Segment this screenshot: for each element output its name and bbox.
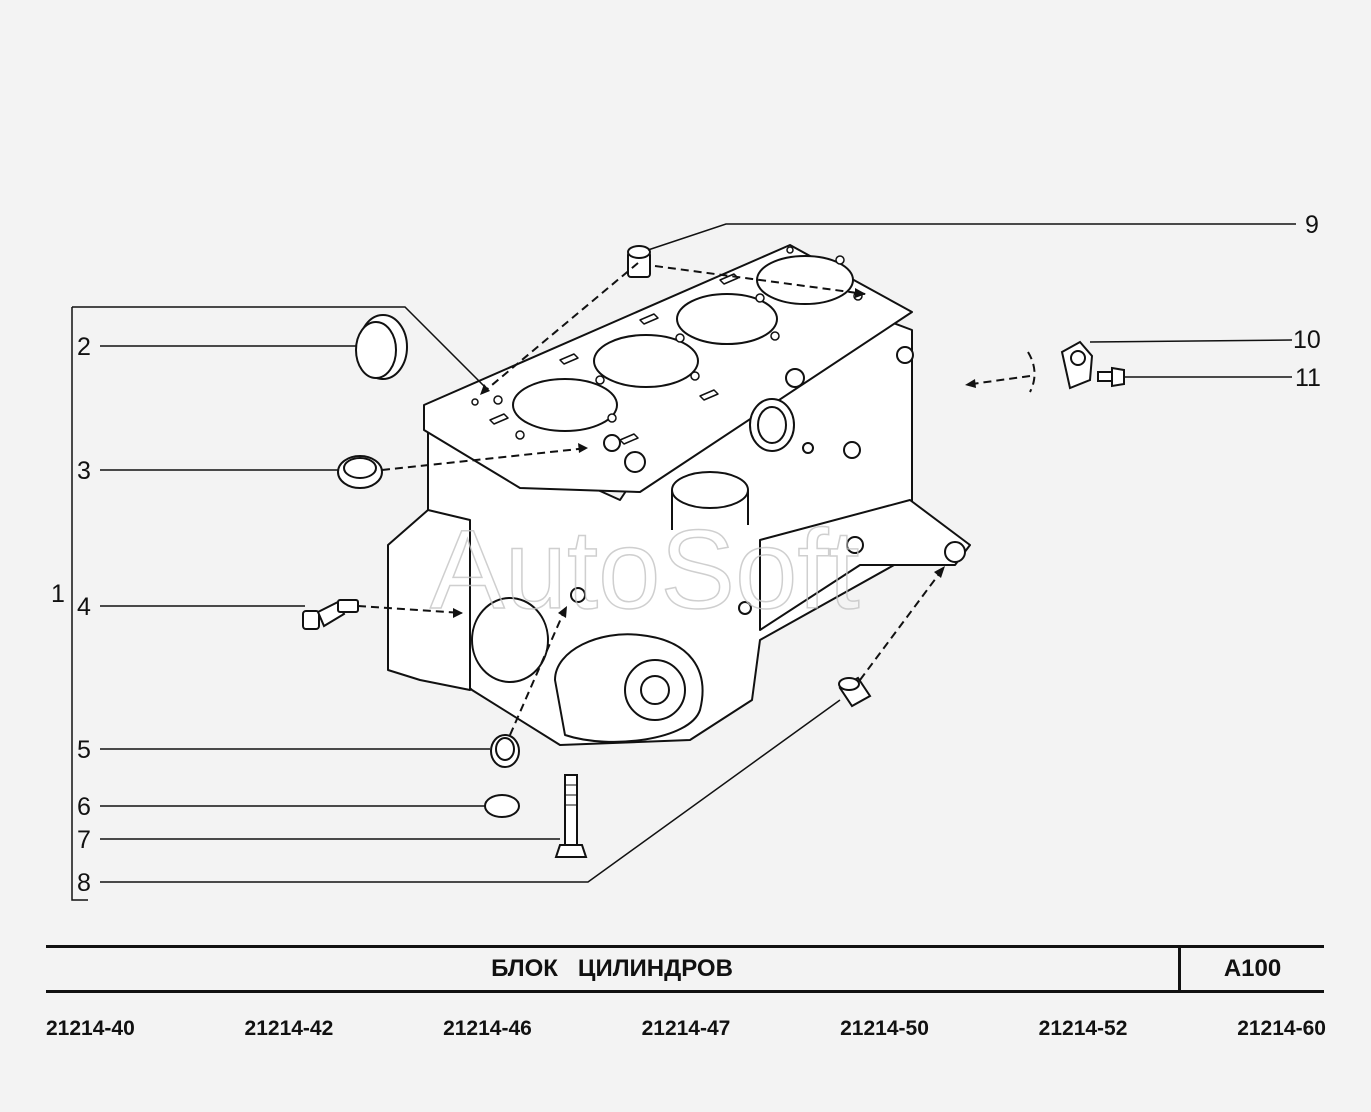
callout-6: 6 — [77, 793, 91, 821]
callout-3: 3 — [77, 457, 91, 485]
plug-part-2 — [355, 314, 408, 380]
callout-11: 11 — [1295, 364, 1321, 392]
callout-8: 8 — [77, 869, 91, 897]
leader-lines — [71, 223, 1296, 901]
callout-10: 10 — [1293, 326, 1321, 354]
assembly-arrows — [357, 262, 1036, 736]
model-code: 21214-40 — [46, 1017, 135, 1040]
title-bar: БЛОК ЦИЛИНДРОВ A100 — [46, 945, 1324, 993]
callout-9: 9 — [1305, 211, 1319, 239]
watermark: AutoSoft — [430, 507, 860, 632]
seal-ring-part-3 — [337, 455, 383, 489]
sleeve-part-9 — [627, 245, 651, 278]
callout-4: 4 — [77, 593, 91, 621]
model-code: 21214-60 — [1237, 1017, 1326, 1040]
stud-part-7 — [554, 774, 588, 858]
seal-ring-part-5 — [490, 734, 520, 768]
arrow-heads — [453, 288, 976, 618]
callout-2: 2 — [77, 333, 91, 361]
callout-5: 5 — [77, 736, 91, 764]
knock-sensor-part-10 — [1060, 340, 1094, 390]
model-code: 21214-42 — [244, 1017, 334, 1040]
model-code: 21214-50 — [840, 1017, 929, 1040]
callout-7: 7 — [77, 826, 91, 854]
plug-part-6 — [484, 794, 520, 818]
exploded-parts-diagram: AutoSoft — [51, 211, 1321, 901]
title-divider — [1178, 948, 1181, 990]
sleeve-part-8 — [838, 676, 872, 708]
cylinder-block — [387, 244, 971, 746]
parts — [302, 245, 1125, 858]
bolt-part-11 — [1097, 366, 1125, 388]
sensor-part-4 — [302, 599, 359, 630]
callout-1: 1 — [51, 580, 65, 608]
model-code: 21214-46 — [443, 1017, 532, 1040]
model-list: 21214-40 21214-42 21214-46 21214-47 2121… — [46, 1014, 1326, 1044]
section-title: БЛОК ЦИЛИНДРОВ — [491, 955, 733, 982]
section-code: A100 — [1223, 955, 1282, 982]
model-code: 21214-47 — [641, 1017, 731, 1040]
model-code: 21214-52 — [1038, 1017, 1128, 1040]
